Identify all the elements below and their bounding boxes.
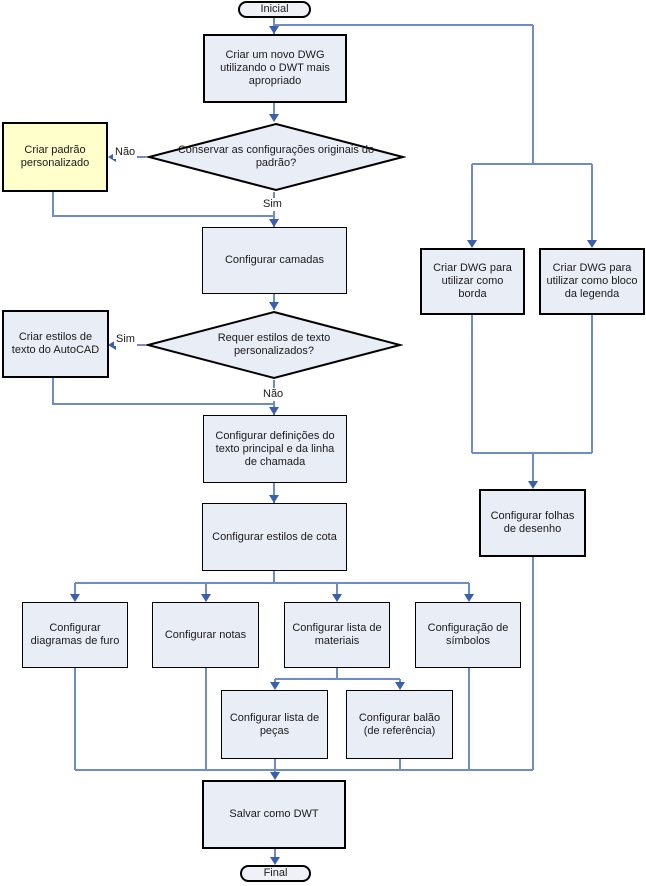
connector-line	[399, 759, 401, 770]
node-configurar-folhas-desenho: Configurar folhas de desenho	[479, 489, 586, 557]
connector-line	[591, 164, 593, 242]
connector-line	[52, 403, 274, 405]
decision-conservar-configuracoes-label: Conservar as configurações originais do …	[177, 144, 375, 169]
connector-line	[274, 849, 276, 859]
decision-requer-estilos-label: Requer estilos de texto personalizados?	[217, 332, 331, 357]
node-configurar-lista-materiais: Configurar lista de materiais	[284, 602, 390, 668]
node-criar-estilos-texto-label: Criar estilos de texto do AutoCAD	[11, 331, 100, 356]
edge-label-yes-1: Sim	[261, 198, 284, 211]
node-configurar-notas: Configurar notas	[152, 602, 259, 668]
connector-line	[532, 453, 534, 483]
arrowhead-down-icon	[587, 240, 597, 248]
node-configurar-estilos-cota-label: Configurar estilos de cota	[212, 530, 337, 543]
node-configurar-lista-pecas: Configurar lista de peças	[221, 690, 328, 759]
connector-line	[472, 452, 592, 454]
connector-line	[273, 483, 275, 503]
arrowhead-down-icon	[270, 772, 280, 780]
connector-line	[75, 769, 533, 771]
connector-line	[273, 571, 275, 583]
decision-requer-estilos: Requer estilos de texto personalizados?	[145, 310, 403, 380]
node-criar-dwg-borda-label: Criar DWG para utilizar como borda	[433, 262, 512, 300]
node-inicial-label: Inicial	[260, 3, 289, 15]
node-configurar-folhas-desenho-label: Configurar folhas de desenho	[490, 510, 575, 535]
connector-line	[74, 583, 76, 596]
arrowhead-down-icon	[464, 594, 474, 602]
arrowhead-down-icon	[395, 682, 405, 690]
connector-line	[75, 582, 469, 584]
node-final: Final	[240, 865, 311, 882]
arrowhead-down-icon	[269, 302, 279, 310]
connector-line	[275, 678, 400, 680]
node-configuracao-simbolos-label: Configuração de símbolos	[427, 622, 509, 647]
connector-line	[52, 192, 54, 216]
node-configuracao-simbolos: Configuração de símbolos	[415, 602, 521, 668]
node-configurar-camadas: Configurar camadas	[202, 227, 347, 294]
node-salvar-como-dwt-label: Salvar como DWT	[229, 808, 319, 820]
arrowhead-down-icon	[467, 240, 477, 248]
connector-line	[274, 759, 276, 774]
arrowhead-down-icon	[70, 594, 80, 602]
edge-label-yes-2: Sim	[114, 333, 137, 346]
edge-label-no-2: Não	[261, 388, 286, 401]
node-criar-padrao-personalizado: Criar padrão personalizado	[2, 122, 108, 192]
node-salvar-como-dwt: Salvar como DWT	[202, 780, 346, 849]
node-final-label: Final	[263, 867, 288, 879]
connector-line	[205, 668, 207, 770]
decision-conservar-configuracoes: Conservar as configurações originais do …	[146, 122, 406, 192]
connector-line	[471, 164, 473, 242]
diamond-shape	[145, 310, 403, 380]
connector-line	[591, 315, 593, 453]
arrowhead-down-icon	[270, 857, 280, 865]
arrowhead-down-icon	[270, 682, 280, 690]
connector-line	[532, 25, 534, 164]
connector-line	[336, 668, 338, 679]
node-configurar-diagramas-furo-label: Configurar diagramas de furo	[30, 622, 120, 647]
connector-line	[532, 557, 534, 770]
connector-line	[274, 24, 533, 26]
node-criar-dwg-borda: Criar DWG para utilizar como borda	[420, 248, 525, 315]
connector-line	[468, 668, 470, 770]
connector-line	[336, 583, 338, 596]
connector-line	[205, 583, 207, 596]
node-configurar-estilos-cota: Configurar estilos de cota	[202, 503, 347, 571]
arrowhead-down-icon	[201, 594, 211, 602]
node-configurar-balao-label: Configurar balão (de referência)	[358, 711, 441, 737]
node-configurar-camadas-label: Configurar camadas	[224, 254, 325, 266]
node-criar-novo-dwg: Criar um novo DWG utilizando o DWT mais …	[203, 34, 347, 103]
connector-line	[468, 583, 470, 596]
arrowhead-down-icon	[269, 219, 279, 227]
connector-line	[273, 103, 275, 116]
diamond-shape	[146, 122, 406, 192]
node-configurar-definicoes-texto-label: Configurar definições do texto principal…	[215, 429, 335, 468]
arrowhead-down-icon	[269, 114, 279, 122]
node-configurar-definicoes-texto: Configurar definições do texto principal…	[203, 415, 347, 483]
arrowhead-left-icon	[108, 340, 116, 350]
arrowhead-down-icon	[269, 407, 279, 415]
arrowhead-down-icon	[528, 481, 538, 489]
connector-line	[472, 163, 592, 165]
connector-line	[471, 315, 473, 453]
edge-label-no-1: Não	[113, 146, 138, 159]
node-configurar-notas-label: Configurar notas	[164, 628, 247, 641]
arrowhead-left-icon	[108, 152, 116, 162]
connector-line	[52, 215, 274, 217]
arrowhead-down-icon	[269, 495, 279, 503]
node-configurar-balao: Configurar balão (de referência)	[346, 690, 453, 759]
node-inicial: Inicial	[238, 1, 311, 18]
node-criar-estilos-texto: Criar estilos de texto do AutoCAD	[2, 310, 109, 378]
arrowhead-down-icon	[269, 26, 279, 34]
node-criar-dwg-bloco-legenda-label: Criar DWG para utilizar como bloco da le…	[546, 262, 638, 300]
arrowhead-down-icon	[332, 594, 342, 602]
node-criar-dwg-bloco-legenda: Criar DWG para utilizar como bloco da le…	[539, 248, 645, 315]
connector-line	[74, 668, 76, 770]
node-configurar-diagramas-furo: Configurar diagramas de furo	[22, 602, 128, 668]
node-criar-padrao-personalizado-label: Criar padrão personalizado	[20, 144, 90, 169]
node-criar-novo-dwg-label: Criar um novo DWG utilizando o DWT mais …	[220, 49, 330, 87]
node-configurar-lista-materiais-label: Configurar lista de materiais	[292, 622, 382, 647]
connector-line	[52, 378, 54, 404]
node-configurar-lista-pecas-label: Configurar lista de peças	[229, 711, 320, 737]
